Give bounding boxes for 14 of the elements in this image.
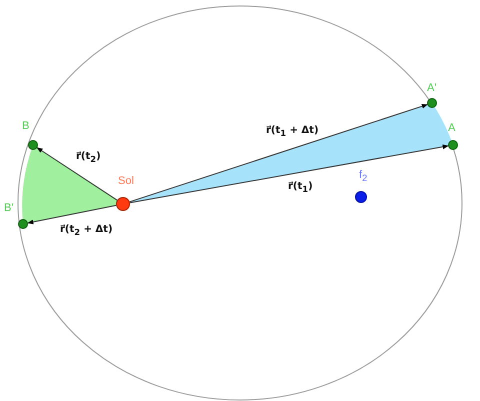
- edge-label: r⃗(t$_{2}$): [76, 150, 101, 166]
- edge-label: r⃗(t$_{1}$ + Δt): [266, 124, 319, 140]
- radius-vector-arrow: [129, 144, 449, 204]
- edge-label: r⃗(t$_{2}$ + Δt): [60, 223, 113, 239]
- radius-vector-arrow: [27, 204, 117, 224]
- point-label: Sol: [118, 175, 134, 187]
- edge-label: r⃗(t$_{1}$): [288, 180, 313, 196]
- point-label: B': [4, 202, 14, 214]
- radius-vector-arrow: [129, 104, 428, 202]
- point-label: f$_{2}$: [359, 169, 368, 184]
- point-label: A': [427, 82, 436, 94]
- point-label: B: [22, 120, 30, 132]
- point-label: A: [448, 122, 456, 134]
- radius-vector-arrow: [36, 147, 118, 201]
